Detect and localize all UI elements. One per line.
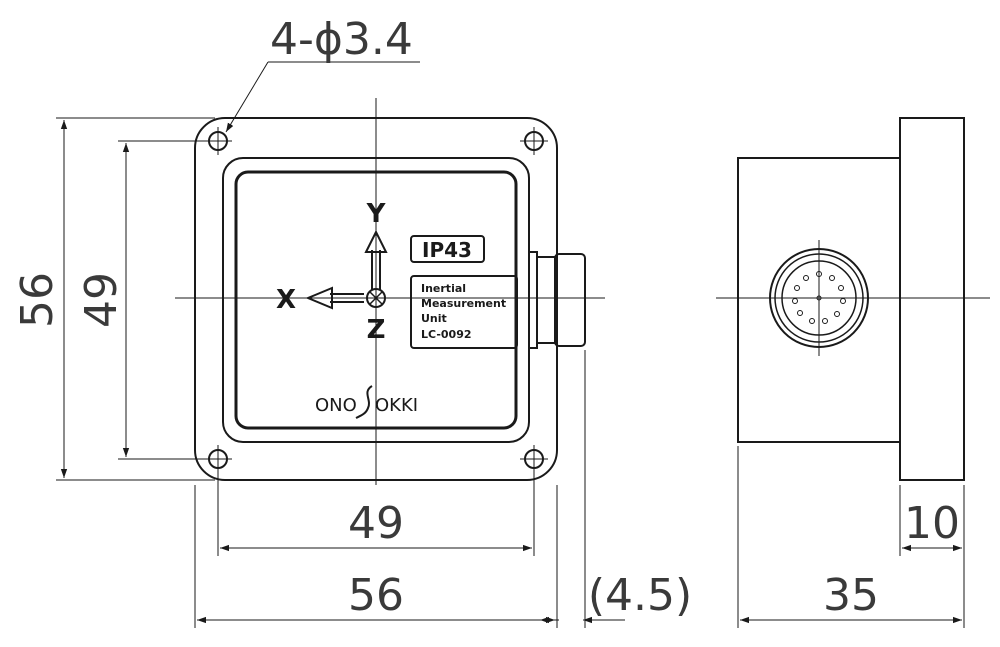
svg-text:OKKI: OKKI	[375, 395, 418, 416]
side-flange	[899, 117, 965, 481]
axis-indicator: Y X Z	[276, 199, 388, 345]
width-inner-label: 49	[348, 498, 404, 549]
brand-logo: ONO OKKI	[315, 385, 418, 419]
name-plate	[410, 275, 518, 349]
plate-line-1: Inertial	[421, 282, 466, 295]
width-outer-label: 56	[348, 570, 404, 621]
x-arrow-icon	[305, 286, 333, 310]
connector-side	[528, 251, 586, 349]
axis-z-label: Z	[367, 315, 386, 345]
plate-line-4: LC-0092	[421, 328, 472, 341]
plate-line-2: Measurement	[421, 297, 506, 310]
connector-pins	[792, 271, 846, 324]
height-inner-label: 49	[76, 272, 127, 328]
round-connector	[769, 240, 869, 356]
hole-callout-label: 4-ϕ3.4	[270, 14, 413, 65]
front-view: Y X Z IP43 Inertial Measurement Unit LC-…	[175, 98, 605, 485]
y-arrow-icon	[364, 229, 388, 253]
side-depth-label: 35	[823, 570, 879, 621]
svg-text:ONO: ONO	[315, 395, 357, 416]
protrusion-label: (4.5)	[588, 570, 692, 621]
z-axis-icon	[366, 288, 386, 308]
ip-rating-label: IP43	[422, 238, 472, 262]
axis-y-label: Y	[366, 199, 387, 229]
side-dimensions: 35 10	[737, 446, 965, 628]
ip-badge	[410, 235, 485, 263]
logo-s-mark	[355, 385, 373, 419]
height-outer-label: 56	[12, 272, 63, 328]
flange-thickness-label: 10	[904, 498, 960, 549]
plate-line-3: Unit	[421, 312, 447, 325]
side-view	[716, 117, 990, 481]
axis-x-label: X	[276, 285, 296, 315]
front-dimensions: 4-ϕ3.4 56 49 49 56 (4.5)	[12, 14, 692, 628]
